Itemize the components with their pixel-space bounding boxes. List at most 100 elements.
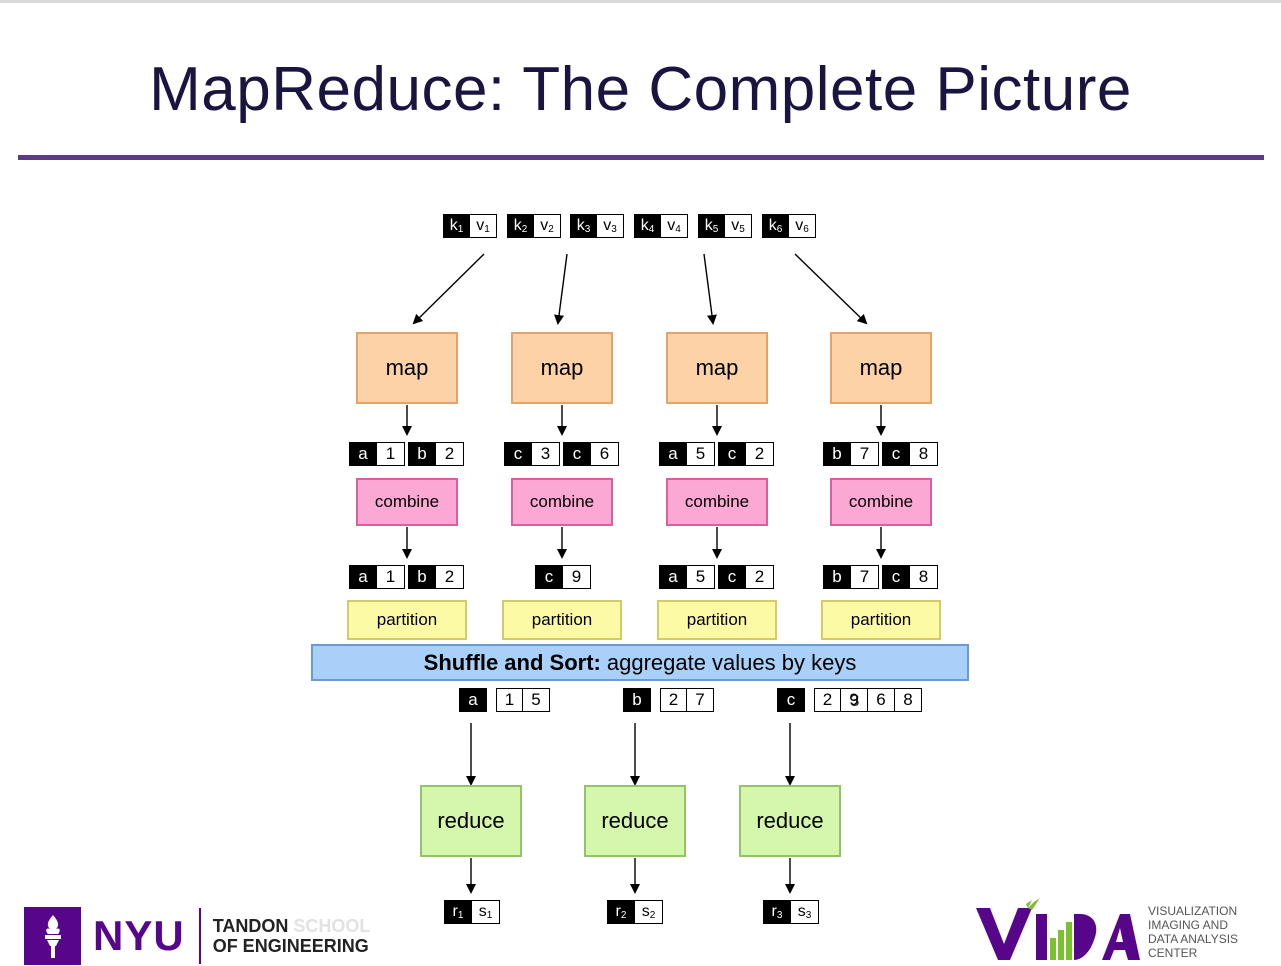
pair-value: 2 bbox=[436, 565, 464, 589]
partition-box-2: partition bbox=[502, 600, 622, 640]
nyu-tandon-logo: NYU TANDON SCHOOL OF ENGINEERING bbox=[24, 906, 370, 966]
group-key: b bbox=[623, 688, 651, 712]
slide-title: MapReduce: The Complete Picture bbox=[149, 55, 1132, 124]
pair-key: c bbox=[718, 442, 746, 466]
reduce-box-2: reduce bbox=[584, 785, 686, 857]
group-values-a: 1 5 bbox=[496, 688, 550, 712]
pair-value: 1 bbox=[377, 565, 405, 589]
group-value: 2 bbox=[814, 688, 841, 712]
shuffle-sort-bar: Shuffle and Sort: aggregate values by ke… bbox=[311, 644, 969, 681]
group-key: c bbox=[777, 688, 805, 712]
group-key-b: b bbox=[623, 688, 651, 712]
partition-box-1: partition bbox=[347, 600, 467, 640]
partition-box-4: partition bbox=[821, 600, 941, 640]
pair-key: a bbox=[659, 442, 687, 466]
reduce-box-1: reduce bbox=[420, 785, 522, 857]
group-value: 5 bbox=[523, 688, 550, 712]
shuffle-bold-label: Shuffle and Sort: bbox=[423, 649, 601, 675]
group-key-a: a bbox=[459, 688, 487, 712]
pair-value: 7 bbox=[851, 565, 879, 589]
pair-key: c bbox=[535, 565, 563, 589]
pair-key: a bbox=[659, 565, 687, 589]
combine-box-4: combine bbox=[830, 478, 932, 526]
pair-key: b bbox=[408, 565, 436, 589]
pair-key: c bbox=[504, 442, 532, 466]
group-value: 9 3 bbox=[841, 688, 868, 712]
pair-value: 3 bbox=[532, 442, 560, 466]
pair-value: 5 bbox=[687, 565, 715, 589]
pair-value: 2 bbox=[746, 442, 774, 466]
pair-key: c bbox=[718, 565, 746, 589]
group-value: 2 bbox=[660, 688, 687, 712]
map-box-3: map bbox=[666, 332, 768, 404]
pair-value: 8 bbox=[910, 565, 938, 589]
logo-divider bbox=[198, 908, 201, 964]
pair-value: 2 bbox=[746, 565, 774, 589]
map-box-4: map bbox=[830, 332, 932, 404]
combine-output-1: a 1 b 2 bbox=[349, 565, 464, 589]
map-output-4: b 7 c 8 bbox=[823, 442, 938, 466]
group-value: 1 bbox=[496, 688, 523, 712]
top-border bbox=[0, 0, 1281, 3]
nyu-wordmark: NYU bbox=[93, 912, 185, 959]
group-values-c: 2 9 3 6 8 bbox=[814, 688, 922, 712]
vida-mark-icon bbox=[976, 898, 1140, 960]
title-rule bbox=[18, 155, 1264, 160]
combine-box-1: combine bbox=[356, 478, 458, 526]
combine-output-2: c 9 bbox=[535, 565, 591, 589]
group-value: 6 bbox=[868, 688, 895, 712]
pair-key: b bbox=[823, 442, 851, 466]
pair-value: 5 bbox=[687, 442, 715, 466]
combine-output-4: b 7 c 8 bbox=[823, 565, 938, 589]
group-value: 8 bbox=[895, 688, 922, 712]
pair-value: 9 bbox=[563, 565, 591, 589]
arrow-input-map-1 bbox=[412, 253, 485, 325]
partition-box-3: partition bbox=[657, 600, 777, 640]
pair-key: b bbox=[408, 442, 436, 466]
map-output-2: c 3 c 6 bbox=[504, 442, 619, 466]
vida-logo: VISUALIZATION IMAGING AND DATA ANALYSIS … bbox=[974, 898, 1238, 964]
combine-output-3: a 5 c 2 bbox=[659, 565, 774, 589]
group-values-b: 2 7 bbox=[660, 688, 714, 712]
torch-icon bbox=[24, 907, 81, 965]
map-box-2: map bbox=[511, 332, 613, 404]
arrow-input-map-3 bbox=[703, 253, 717, 325]
tandon-wordmark: TANDON SCHOOL OF ENGINEERING bbox=[212, 916, 371, 956]
map-output-3: a 5 c 2 bbox=[659, 442, 774, 466]
pair-key: c bbox=[882, 565, 910, 589]
shuffle-label: aggregate values by keys bbox=[606, 649, 857, 675]
overlap-value: 3 bbox=[850, 691, 860, 710]
group-value: 7 bbox=[687, 688, 714, 712]
arrow-input-map-4 bbox=[794, 253, 868, 325]
map-output-1: a 1 b 2 bbox=[349, 442, 464, 466]
arrow-input-map-2 bbox=[554, 253, 568, 325]
pair-key: c bbox=[882, 442, 910, 466]
pair-key: a bbox=[349, 442, 377, 466]
pair-key: b bbox=[823, 565, 851, 589]
pair-value: 6 bbox=[591, 442, 619, 466]
reduce-box-3: reduce bbox=[739, 785, 841, 857]
